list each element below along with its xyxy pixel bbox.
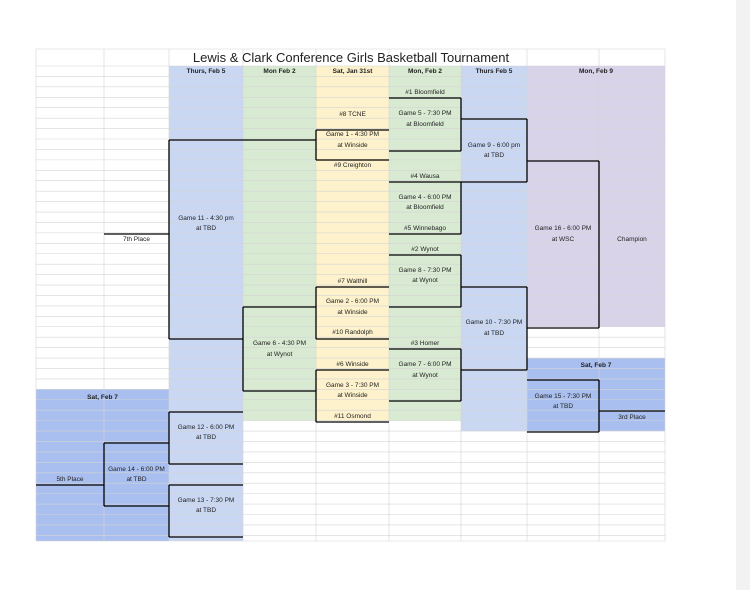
header-col-d: Mon Feb 2 xyxy=(263,68,296,75)
header-col-f: Mon, Feb 2 xyxy=(408,68,442,75)
place-fifth: 5th Place xyxy=(56,476,84,483)
game-13-site: at TBD xyxy=(195,507,217,514)
game-13-name: Game 13 - 7:30 PM xyxy=(177,497,235,504)
page-edge xyxy=(736,0,750,590)
game-14-site: at TBD xyxy=(126,476,147,483)
game-11-site: at TBD xyxy=(195,225,217,232)
game-5-name: Game 5 - 7:30 PM xyxy=(398,110,452,117)
game-4-site: at Bloomfield xyxy=(406,204,444,211)
game-6-site: at Wynot xyxy=(266,351,293,358)
game-12-name: Game 12 - 6:00 PM xyxy=(177,424,235,431)
game-8-name: Game 8 - 7:30 PM xyxy=(398,267,452,274)
header-sat-feb7-left: Sat, Feb 7 xyxy=(87,394,118,401)
game-15-name: Game 15 - 7:30 PM xyxy=(534,393,592,400)
place-champion: Champion xyxy=(617,236,647,243)
game-15-site: at TBD xyxy=(552,403,574,410)
game-10-site: at TBD xyxy=(483,330,505,337)
game-4-name: Game 4 - 6:00 PM xyxy=(398,194,452,201)
header-sat-feb7-right: Sat, Feb 7 xyxy=(580,362,612,369)
game-12-site: at TBD xyxy=(195,434,217,441)
fill-sat-feb7-right xyxy=(527,358,665,432)
game-11-name: Game 11 - 4:30 pm xyxy=(178,215,234,222)
seed-4: #4 Wausa xyxy=(410,173,440,180)
game-3-site: at Winside xyxy=(337,392,368,399)
fill-col-h xyxy=(527,66,665,327)
fill-col-c xyxy=(169,66,243,541)
seed-9: #9 Creighton xyxy=(333,162,372,169)
seed-1: #1 Bloomfield xyxy=(405,89,445,96)
game-8-site: at Wynot xyxy=(412,277,438,284)
seed-7: #7 Walthill xyxy=(337,278,368,285)
game-5-site: at Bloomfield xyxy=(406,121,444,128)
game-9-name: Game 9 - 6:00 pm xyxy=(467,142,521,149)
game-9-site: at TBD xyxy=(483,152,505,159)
seed-3: #3 Homer xyxy=(410,340,440,347)
game-1-name: Game 1 - 4:30 PM xyxy=(325,131,380,138)
game-14-name: Game 14 - 6:00 PM xyxy=(108,466,165,473)
game-2-name: Game 2 - 6:00 PM xyxy=(325,298,380,305)
game-16-name: Game 16 - 6:00 PM xyxy=(534,225,592,232)
tournament-title: Lewis & Clark Conference Girls Basketbal… xyxy=(192,50,510,65)
game-16-site: at WSC xyxy=(551,236,575,243)
game-3-name: Game 3 - 7:30 PM xyxy=(325,382,380,389)
seed-6: #6 Winside xyxy=(336,361,369,368)
place-seventh: 7th Place xyxy=(122,236,151,243)
header-col-e: Sat, Jan 31st xyxy=(332,68,373,75)
seed-11: #11 Osmond xyxy=(334,413,371,420)
bracket-lines xyxy=(36,97,665,538)
fill-col-g xyxy=(461,66,527,432)
game-2-site: at Winside xyxy=(337,309,368,316)
game-10-name: Game 10 - 7:30 PM xyxy=(465,319,523,326)
seed-8: #8 TCNE xyxy=(339,111,366,118)
seed-10: #10 Randolph xyxy=(332,329,373,336)
seed-2: #2 Wynot xyxy=(411,246,439,253)
header-col-h: Mon, Feb 9 xyxy=(579,68,613,75)
seed-5: #5 Winnebago xyxy=(404,225,446,232)
game-1-site: at Winside xyxy=(337,142,368,149)
game-7-name: Game 7 - 6:00 PM xyxy=(398,361,452,368)
place-third: 3rd Place xyxy=(618,414,646,421)
game-7-site: at Wynot xyxy=(412,372,438,379)
header-col-c: Thurs, Feb 5 xyxy=(186,68,226,75)
header-col-g: Thurs Feb 5 xyxy=(475,68,513,75)
game-6-name: Game 6 - 4:30 PM xyxy=(252,340,307,347)
fill-sat-feb7-left xyxy=(36,389,169,541)
grid-lines xyxy=(35,48,666,542)
